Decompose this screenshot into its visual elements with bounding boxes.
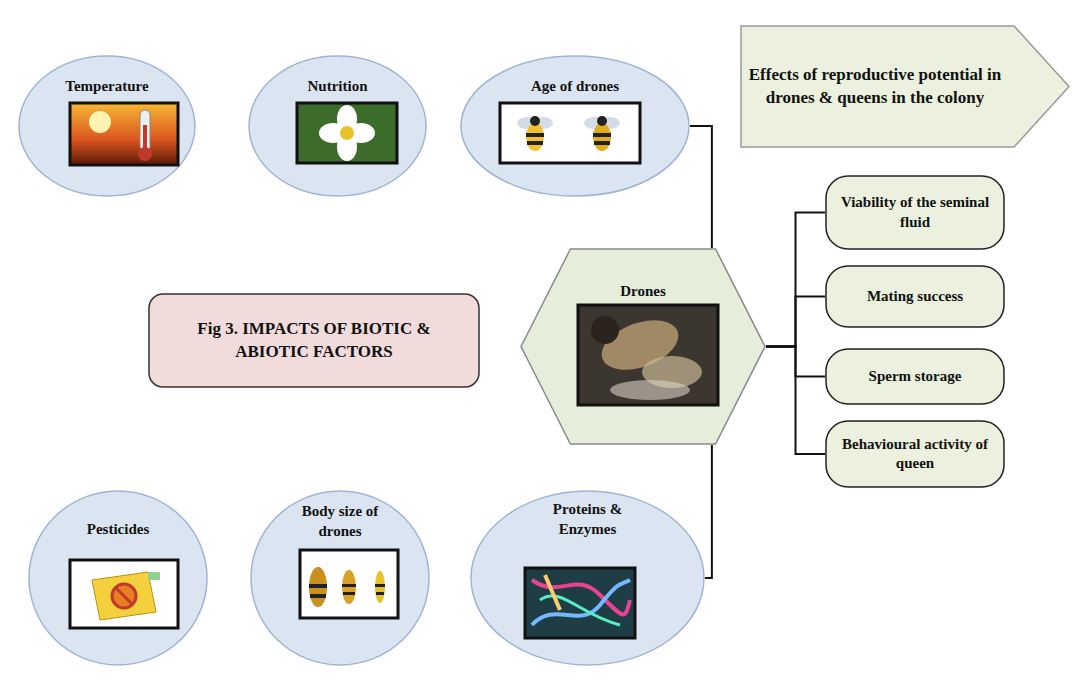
factor-circle: Nutrition bbox=[248, 55, 427, 197]
circle-outline bbox=[461, 56, 689, 196]
circle-outline bbox=[471, 491, 704, 665]
node-label: Viability of the seminal fluid bbox=[835, 193, 995, 232]
node-label: Body size of drones bbox=[280, 502, 400, 541]
connector-line bbox=[766, 347, 825, 455]
node-label: Effects of reproductive potential in dro… bbox=[748, 64, 1003, 108]
node-outline bbox=[740, 25, 1070, 148]
factor-circle: Proteins & Enzymes bbox=[470, 490, 705, 666]
node-label: Drones bbox=[568, 282, 718, 302]
circle-outline bbox=[251, 491, 429, 665]
effect-box: Behavioural activity of queen bbox=[825, 420, 1005, 488]
node-outline bbox=[825, 175, 1005, 250]
hexagon-outline bbox=[521, 249, 765, 444]
drones-hexagon: Drones bbox=[520, 248, 766, 445]
box-outline bbox=[826, 266, 1004, 327]
effect-box: Mating success bbox=[825, 265, 1005, 328]
temperature-picture bbox=[70, 103, 178, 165]
node-outline bbox=[520, 248, 766, 445]
node-label: Proteins & Enzymes bbox=[533, 500, 643, 539]
pesticide-picture bbox=[70, 560, 178, 628]
node-outline bbox=[248, 55, 427, 197]
node-outline bbox=[460, 55, 690, 197]
node-outline bbox=[18, 55, 196, 197]
node-outline bbox=[28, 490, 208, 666]
box-outline bbox=[149, 294, 479, 387]
effects-arrow-box: Effects of reproductive potential in dro… bbox=[740, 25, 1070, 148]
factor-circle: Age of drones bbox=[460, 55, 690, 197]
node-label: Mating success bbox=[835, 287, 995, 307]
node-label: Age of drones bbox=[485, 77, 665, 97]
node-outline bbox=[148, 293, 480, 388]
box-outline bbox=[826, 421, 1004, 487]
protein-picture bbox=[525, 568, 635, 638]
box-outline bbox=[826, 176, 1004, 249]
circle-outline bbox=[19, 56, 195, 196]
node-outline bbox=[825, 420, 1005, 488]
node-label: Temperature bbox=[32, 77, 182, 97]
node-label: Behavioural activity of queen bbox=[835, 435, 995, 474]
node-label: Sperm storage bbox=[835, 367, 995, 387]
figure-label-box: Fig 3. IMPACTS OF BIOTIC & ABIOTIC FACTO… bbox=[148, 293, 480, 388]
effect-box: Viability of the seminal fluid bbox=[825, 175, 1005, 250]
box-outline bbox=[826, 349, 1004, 404]
connector-line bbox=[705, 445, 712, 578]
drone-photo bbox=[578, 305, 718, 405]
connector-line bbox=[766, 213, 825, 347]
factor-circle: Temperature bbox=[18, 55, 196, 197]
circle-outline bbox=[249, 56, 426, 196]
factor-circle: Body size of drones bbox=[250, 490, 430, 666]
node-label: Fig 3. IMPACTS OF BIOTIC & ABIOTIC FACTO… bbox=[167, 318, 462, 362]
bee-sizes-picture bbox=[300, 550, 398, 618]
node-label: Nutrition bbox=[263, 77, 413, 97]
node-label: Pesticides bbox=[43, 520, 193, 540]
effect-box: Sperm storage bbox=[825, 348, 1005, 405]
arrow-outline bbox=[741, 26, 1069, 147]
connector-line bbox=[766, 297, 825, 347]
circle-outline bbox=[29, 491, 207, 665]
bees-picture bbox=[500, 103, 640, 163]
factor-circle: Pesticides bbox=[28, 490, 208, 666]
flower-picture bbox=[297, 103, 397, 163]
connector-line bbox=[690, 126, 712, 248]
